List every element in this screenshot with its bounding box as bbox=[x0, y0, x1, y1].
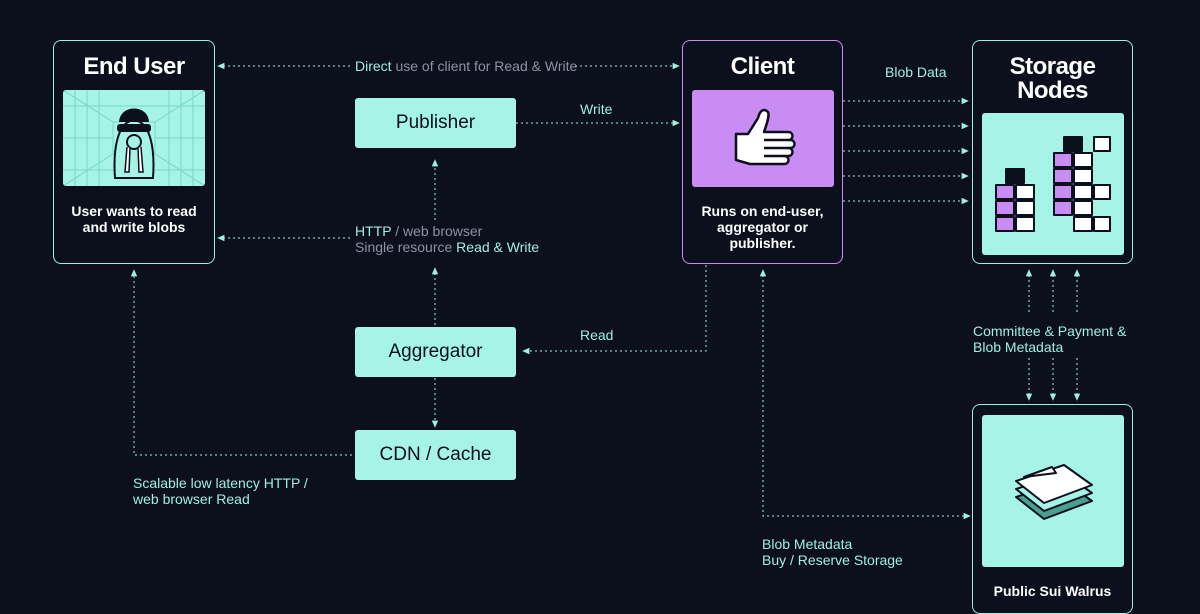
sui-title: Public Sui Walrus bbox=[993, 583, 1112, 599]
label-direct-rest: use of client for Read & Write bbox=[395, 58, 578, 74]
label-blob-data: Blob Data bbox=[885, 64, 947, 80]
thumbs-up-icon bbox=[692, 90, 834, 187]
label-blob-meta-2: Buy / Reserve Storage bbox=[762, 552, 903, 568]
aggregator-node: Aggregator bbox=[355, 327, 516, 377]
connector-layer bbox=[130, 62, 1081, 520]
sui-node: Public Sui Walrus bbox=[972, 404, 1133, 614]
walrus-with-sunglasses-icon bbox=[63, 90, 205, 186]
edge-client-read bbox=[522, 265, 707, 355]
label-read: Read bbox=[580, 327, 614, 343]
label-direct-highlight: Direct bbox=[355, 58, 392, 74]
cube-stack-left bbox=[995, 168, 1035, 232]
storage-nodes-node: Storage Nodes bbox=[972, 40, 1133, 264]
storage-nodes-title: Storage Nodes bbox=[1009, 53, 1096, 104]
end-user-caption: User wants to read and write blobs bbox=[71, 203, 197, 235]
publisher-node: Publisher bbox=[355, 98, 516, 148]
label-write: Write bbox=[580, 101, 613, 117]
walrus-architecture-diagram: End User bbox=[53, 40, 1133, 614]
label-scalable-2: web browser Read bbox=[133, 491, 250, 507]
label-http-highlight: HTTP bbox=[355, 223, 392, 239]
label-http-line2: Single resource Read & Write bbox=[355, 239, 539, 255]
label-committee-2: Blob Metadata bbox=[973, 339, 1064, 355]
label-blob-meta-1: Blob Metadata bbox=[762, 536, 853, 552]
label-committee-1: Committee & Payment & bbox=[973, 323, 1127, 339]
label-direct: Direct use of client for Read & Write bbox=[355, 58, 577, 74]
label-scalable-1: Scalable low latency HTTP / bbox=[133, 475, 308, 491]
stacked-sheets-icon bbox=[982, 415, 1124, 567]
end-user-title: End User bbox=[83, 53, 185, 80]
stacked-cubes-icon bbox=[982, 113, 1124, 255]
cdn-cache-node: CDN / Cache bbox=[355, 430, 516, 480]
label-http-rest: / web browser bbox=[395, 223, 483, 239]
client-caption: Runs on end-user, aggregator or publishe… bbox=[701, 203, 824, 251]
end-user-node: End User bbox=[53, 40, 215, 264]
cube-stack-right bbox=[1053, 136, 1111, 232]
edge-client-sui bbox=[759, 269, 971, 520]
label-single-resource: Single resource bbox=[355, 239, 453, 255]
edge-cdn-user bbox=[130, 269, 352, 456]
label-http-line1: HTTP / web browser bbox=[355, 223, 482, 239]
label-read-write: Read & Write bbox=[456, 239, 540, 255]
client-node: Client Runs on end-user, aggregator or p… bbox=[682, 40, 843, 264]
client-title: Client bbox=[730, 53, 795, 80]
